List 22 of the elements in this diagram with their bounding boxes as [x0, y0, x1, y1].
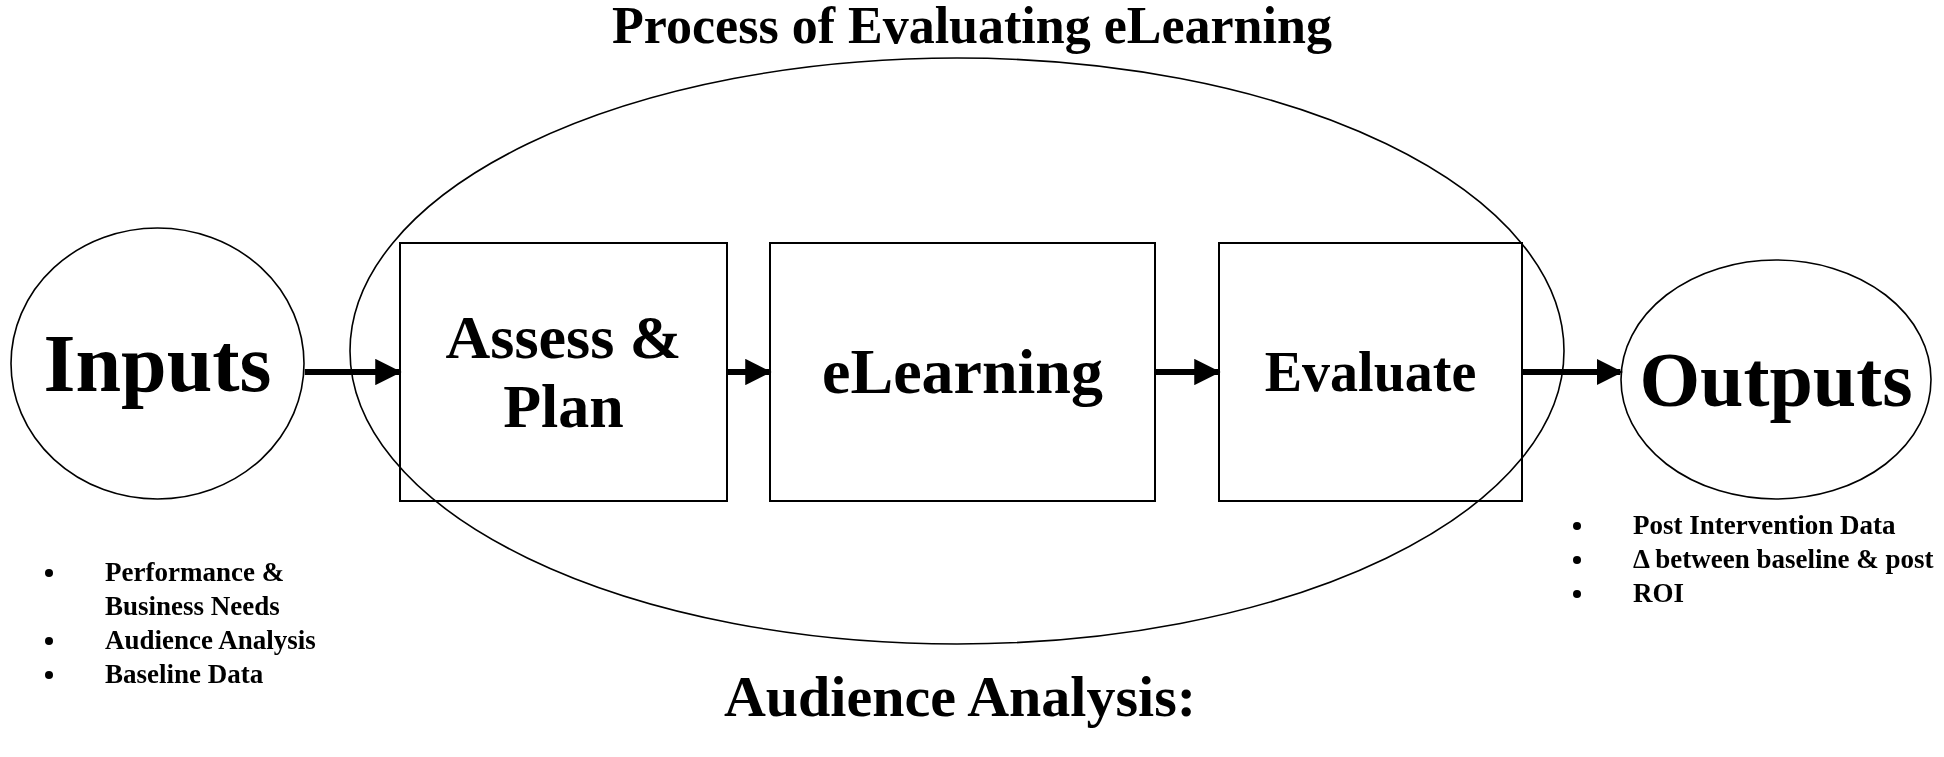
bullet-item: ROI: [1633, 577, 1685, 610]
bullet-item: Post Intervention Data: [1633, 509, 1897, 542]
arrow: [1156, 358, 1221, 386]
process-box: [399, 242, 728, 502]
section-heading: Audience Analysis:: [722, 664, 1198, 730]
arrow: [304, 358, 402, 386]
process-box: [1218, 242, 1523, 502]
arrow: [1523, 358, 1623, 386]
ellipse-node: [1620, 259, 1932, 500]
bullet-item: Δ between baseline & post: [1633, 543, 1935, 576]
node-label: Assess & Plan: [444, 302, 683, 442]
node-label: Evaluate: [1264, 340, 1477, 404]
node-label: Inputs: [43, 317, 272, 410]
process-box: [769, 242, 1156, 502]
bullet-item: Baseline Data: [105, 658, 265, 691]
arrow: [728, 358, 772, 386]
ellipse-node: [10, 227, 305, 500]
diagram-title: Process of Evaluating eLearning: [611, 0, 1333, 56]
bullet-item: Audience Analysis: [105, 624, 317, 657]
bullet-item: Performance & Business Needs: [105, 556, 286, 623]
node-label: Outputs: [1639, 335, 1913, 424]
node-label: eLearning: [822, 336, 1103, 408]
